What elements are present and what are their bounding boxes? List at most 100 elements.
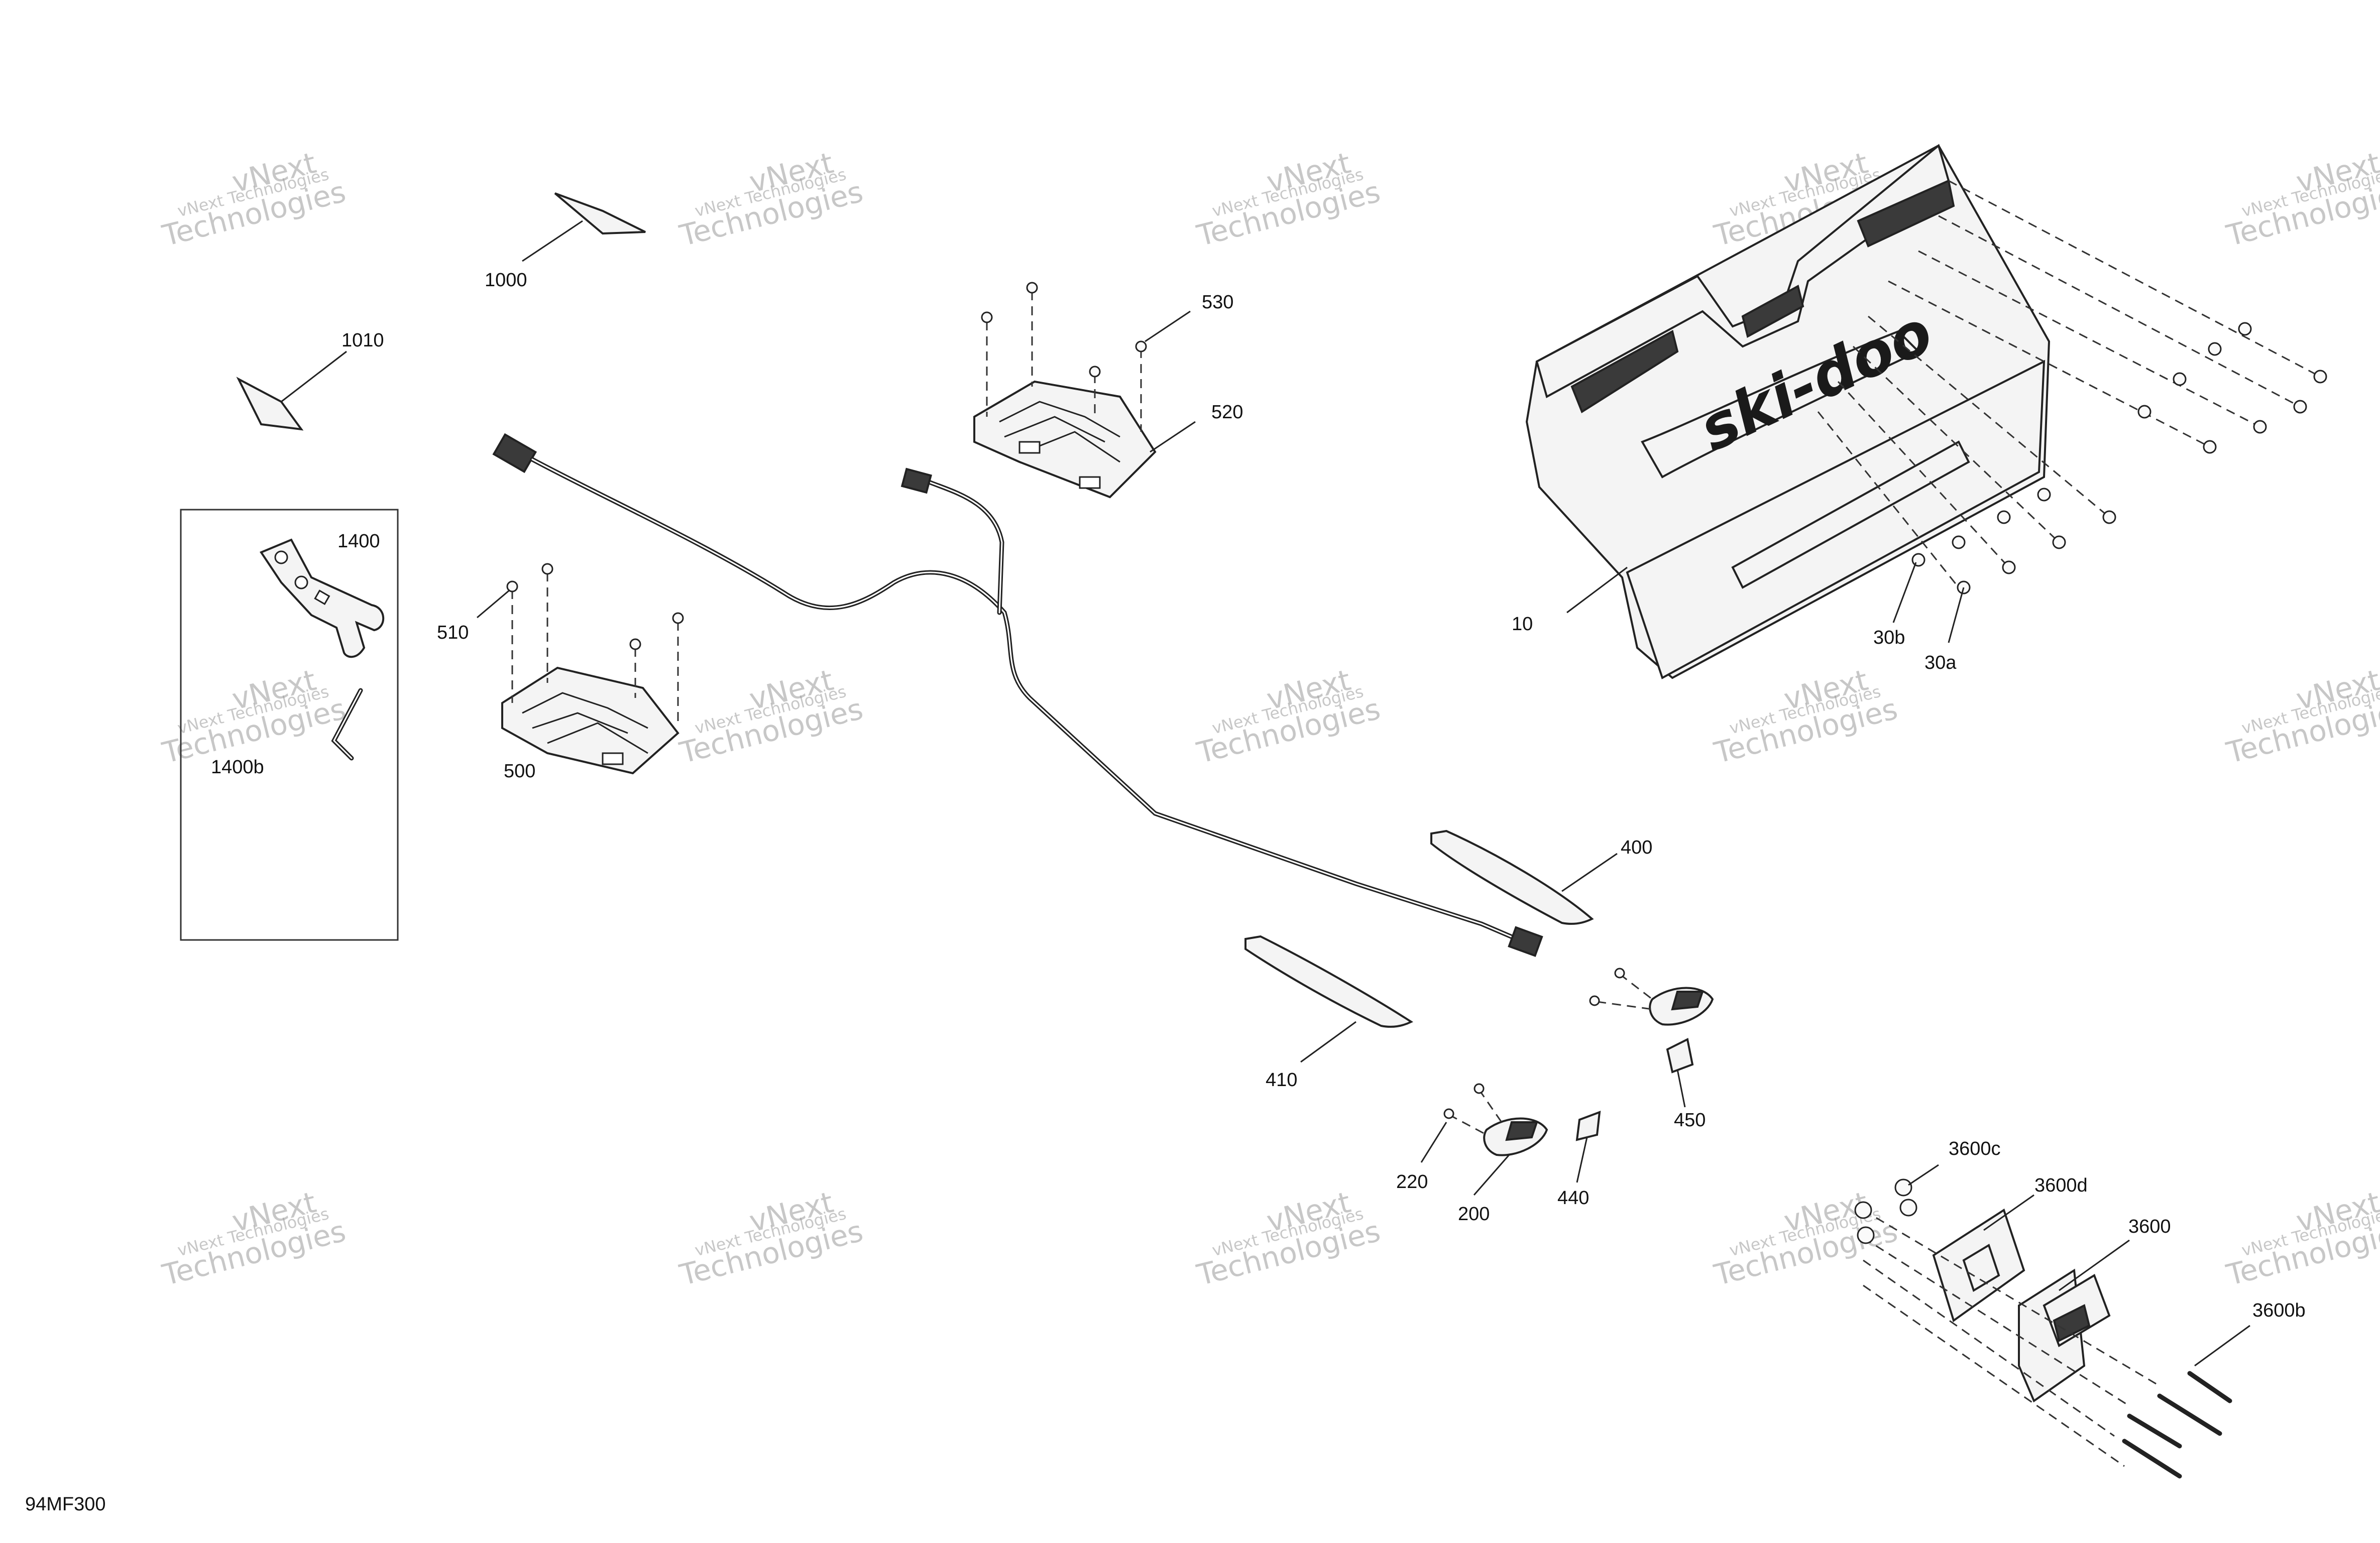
connector-upper [900, 467, 932, 494]
guide-line [1863, 1284, 2125, 1467]
bolt-30a [2293, 400, 2307, 414]
watermark: vNext Technologies vNext Technologies [676, 146, 866, 253]
wrench-hole [294, 575, 308, 589]
leader-line [1676, 1069, 1686, 1108]
leader-line [1150, 421, 1196, 453]
watermark: vNext Technologies vNext Technologies [2223, 146, 2380, 253]
rear-panel-10: ski-doo [1525, 144, 2051, 679]
washer-220 [1443, 1108, 1454, 1119]
wiring-branch [927, 480, 1004, 615]
wrench-hole [274, 550, 288, 564]
nut-3600c [1894, 1178, 1912, 1197]
watermarks: vNext Technologies vNext Technologies vN… [159, 146, 2380, 1292]
washer-30b [2137, 405, 2151, 419]
screw-510 [629, 638, 641, 650]
decal-440 [1575, 1110, 1601, 1141]
screw [1614, 968, 1625, 979]
watermark: vNext Technologies vNext Technologies [159, 1185, 349, 1292]
callout-400: 400 [1621, 837, 1652, 858]
washer-30b [2238, 322, 2252, 336]
washer-30b [1911, 553, 1925, 567]
connector-right [1508, 926, 1543, 957]
connector-left [492, 433, 537, 473]
screw [1589, 995, 1600, 1006]
callout-1400: 1400 [337, 531, 380, 552]
watermark: vNext Technologies vNext Technologies [159, 663, 349, 770]
washer-30b [2037, 488, 2051, 502]
watermark: vNext Technologies vNext Technologies [1711, 663, 1901, 770]
callout-30a: 30a [1924, 652, 1957, 673]
leader-line [281, 350, 347, 403]
guide-line [1868, 315, 2110, 518]
guide-line [1863, 1209, 2160, 1387]
leader-line [2059, 1239, 2130, 1291]
bolt-3600b [2187, 1371, 2232, 1403]
bolt-30a [2052, 535, 2066, 549]
hitch-plate-3600d [1932, 1208, 2025, 1323]
washer-30b [1997, 510, 2011, 524]
leader-line [1892, 562, 1917, 623]
guide-line [1448, 1114, 1487, 1136]
guide-line [1918, 250, 2260, 428]
bolt-3600b [2127, 1413, 2182, 1449]
callout-1000: 1000 [485, 270, 527, 291]
hex-key-inner [333, 689, 362, 759]
bolt-30a [2102, 510, 2116, 524]
watermark: vNext Technologies vNext Technologies [2223, 1185, 2380, 1292]
decal-450 [1666, 1038, 1694, 1074]
screw [1474, 1083, 1485, 1094]
callout-3600d: 3600d [2034, 1175, 2088, 1196]
decal-1010 [236, 377, 304, 431]
guide-line [1863, 1237, 2130, 1407]
watermark: vNext Technologies vNext Technologies [1193, 146, 1384, 253]
bolt-3600b [2122, 1439, 2182, 1479]
callout-440: 440 [1557, 1188, 1589, 1209]
nut-3600c [1899, 1199, 1917, 1217]
screw-530 [1089, 366, 1101, 378]
guide-line [1478, 1089, 1503, 1123]
leader-line [477, 589, 510, 619]
leader-line [1145, 310, 1191, 342]
callout-10: 10 [1512, 614, 1533, 635]
nut-3600c [1854, 1201, 1872, 1219]
callout-510: 510 [437, 622, 469, 643]
hitch-receiver-3600 [2018, 1268, 2111, 1403]
screw-530 [1026, 282, 1038, 294]
guide-line [1863, 1259, 2115, 1437]
screw-510 [541, 563, 553, 575]
leader-line [1983, 1194, 2034, 1231]
callout-3600: 3600 [2128, 1216, 2171, 1237]
leader-line [1300, 1021, 1356, 1063]
callout-1400b: 1400b [211, 757, 264, 778]
wiring-branch-inner [928, 481, 1003, 614]
screw-510 [672, 612, 684, 624]
watermark: vNext Technologies vNext Technologies [159, 146, 349, 253]
leader-line [1576, 1137, 1588, 1183]
callout-520: 520 [1211, 402, 1243, 423]
bracket-520 [973, 380, 1157, 499]
guide-line [1837, 381, 2010, 568]
leader-line [1908, 1164, 1939, 1186]
bolt-30a [2203, 440, 2217, 454]
callout-3600c: 3600c [1949, 1138, 2001, 1159]
bracket-500 [501, 666, 679, 775]
watermark: vNext Technologies vNext Technologies [2223, 663, 2380, 770]
washer-30b [2173, 372, 2187, 386]
leader-line [522, 220, 583, 262]
leader-line [1473, 1154, 1510, 1196]
wrench-hole [314, 589, 330, 605]
bolt-3600b [2157, 1393, 2222, 1436]
guide-line [1817, 411, 1960, 588]
watermark: vNext Technologies vNext Technologies [676, 1185, 866, 1292]
callout-200: 200 [1458, 1204, 1490, 1225]
callout-500: 500 [504, 761, 535, 782]
light-200 [1483, 1117, 1548, 1156]
leader-line [1561, 853, 1618, 892]
washer-30b [2208, 342, 2222, 356]
screw-530 [981, 311, 993, 323]
callout-410: 410 [1266, 1070, 1297, 1091]
leader-line [2194, 1325, 2250, 1367]
guide-line [1597, 1001, 1653, 1010]
decal-1000 [554, 192, 646, 235]
